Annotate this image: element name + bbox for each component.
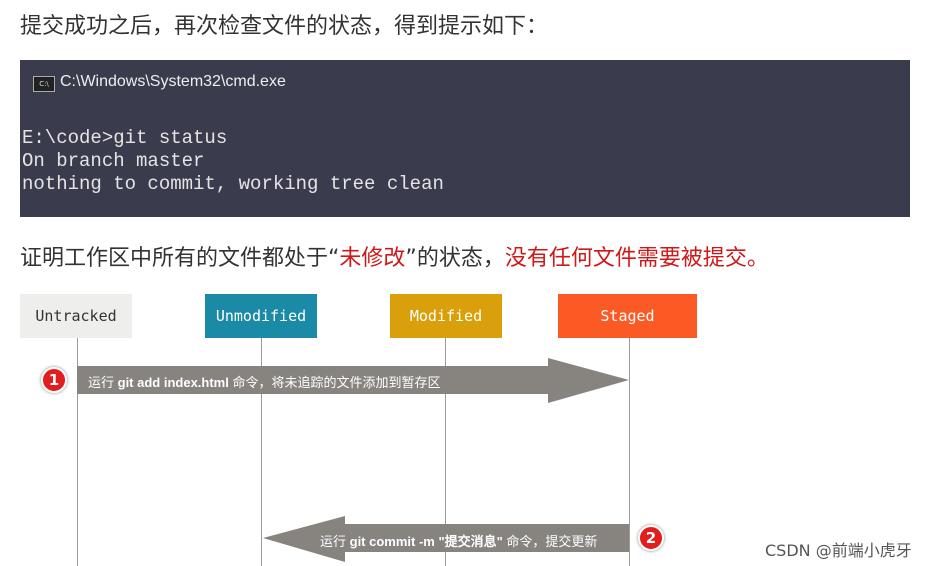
- text: 证明工作区中所有的文件都处于“: [20, 246, 340, 271]
- state-unmodified: Unmodified: [205, 294, 317, 338]
- state-staged: Staged: [558, 294, 697, 338]
- lifeline: [629, 338, 630, 566]
- step-1-badge: 1: [41, 367, 67, 393]
- terminal-title: C:\Windows\System32\cmd.exe: [60, 73, 286, 90]
- watermark: CSDN @前端小虎牙: [765, 541, 912, 560]
- step-2-badge: 2: [638, 525, 664, 551]
- text: ”的状态，: [405, 246, 505, 271]
- terminal-line: nothing to commit, working tree clean: [22, 173, 444, 195]
- state-modified: Modified: [390, 294, 502, 338]
- highlight: 没有任何文件需要被提交。: [504, 246, 769, 271]
- terminal-line: E:\code>git status: [22, 127, 228, 149]
- terminal-line: On branch master: [22, 150, 205, 172]
- arrow-commit: [263, 516, 629, 562]
- lifeline: [77, 338, 78, 566]
- step-2-text: 运行 git commit -m "提交消息" 命令，提交更新: [320, 534, 598, 549]
- heading: 提交成功之后，再次检查文件的状态，得到提示如下：: [20, 14, 549, 39]
- lifeline: [445, 338, 446, 566]
- arrow-add: [77, 358, 629, 403]
- terminal-window: C:\ C:\Windows\System32\cmd.exe E:\code>…: [20, 60, 910, 217]
- lifeline: [261, 338, 262, 566]
- step-1-text: 运行 git add index.html 命令，将未追踪的文件添加到暂存区: [88, 375, 441, 390]
- state-untracked: Untracked: [20, 294, 132, 338]
- cmd-icon: C:\: [33, 76, 55, 92]
- highlight: 未修改: [339, 246, 406, 271]
- conclusion-text: 证明工作区中所有的文件都处于“未修改”的状态，没有任何文件需要被提交。: [20, 240, 769, 272]
